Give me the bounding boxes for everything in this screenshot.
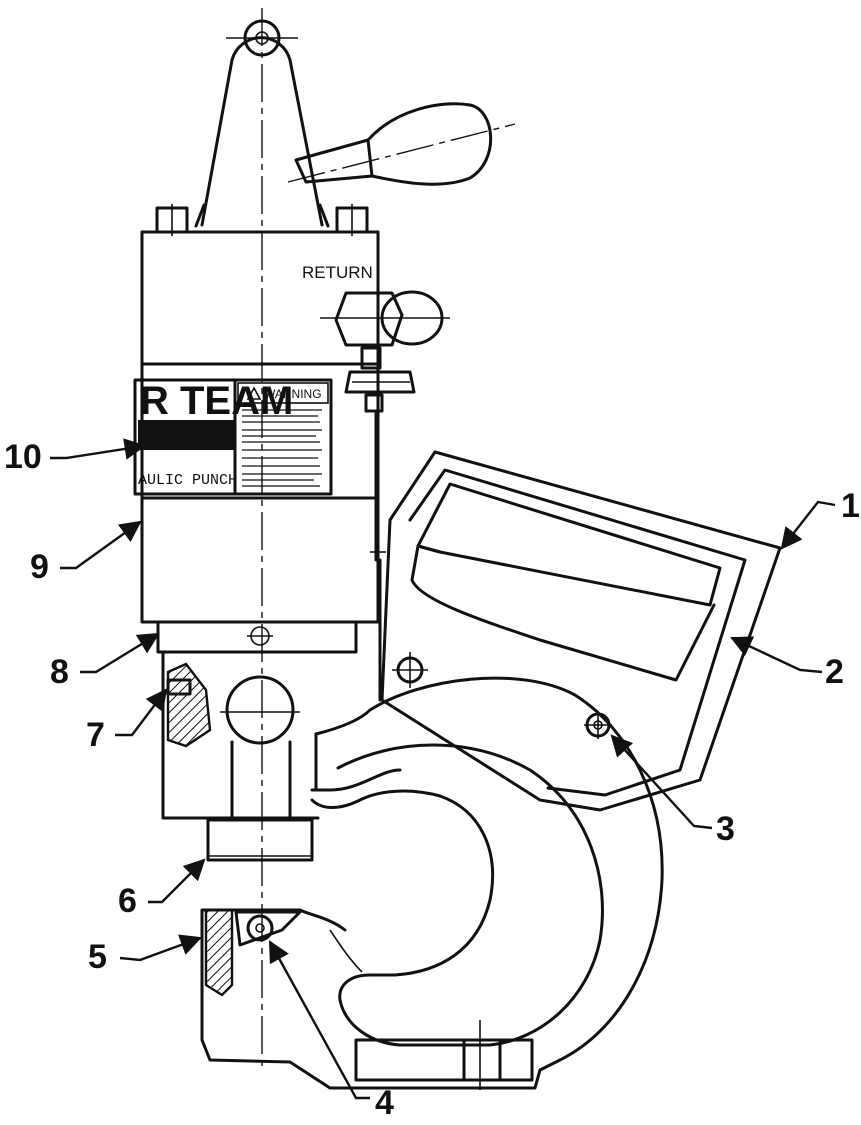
callout-2: 2 [825, 653, 844, 691]
callout-5: 5 [88, 938, 107, 976]
callout-1: 1 [841, 487, 860, 525]
c-frame [200, 676, 664, 1090]
leader-lines [50, 438, 836, 1100]
warning-triangle-icon [246, 386, 262, 400]
callout-4: 4 [375, 1084, 394, 1122]
decal-product-text: AULIC PUNCH [138, 472, 237, 489]
return-fitting [320, 290, 450, 562]
callout-6: 6 [118, 882, 137, 920]
die-holder [204, 908, 302, 997]
cylinder-body [161, 650, 320, 820]
callout-7: 7 [86, 716, 105, 754]
pump-handle [287, 102, 516, 186]
callout-10: 10 [4, 438, 42, 476]
collar [156, 620, 358, 654]
callout-8: 8 [50, 653, 69, 691]
base-block [354, 1020, 534, 1090]
callout-9: 9 [30, 548, 49, 586]
warning-fine-print [242, 409, 322, 487]
guard [370, 450, 782, 812]
warning-heading: WARNING [264, 387, 322, 401]
decal: R TEAM AULIC PUNCH WARNING [133, 378, 333, 496]
return-label: RETURN [302, 263, 373, 282]
callout-numbers: 1 2 3 4 5 6 7 8 9 10 [4, 438, 860, 1122]
punch [206, 818, 314, 862]
callout-3: 3 [716, 810, 735, 848]
